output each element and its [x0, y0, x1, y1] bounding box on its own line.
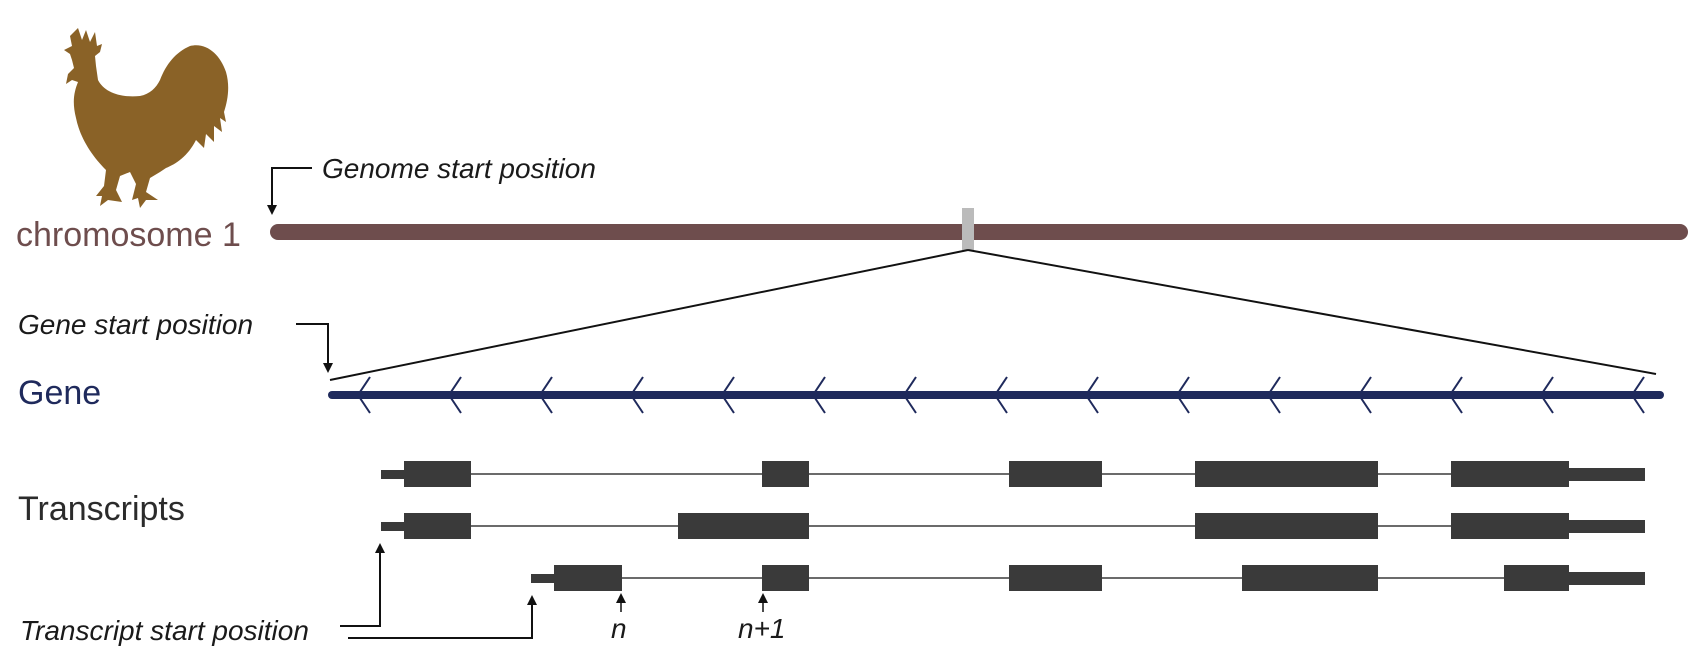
genome-start-arrow [267, 167, 312, 215]
transcript-start-arrow-2 [348, 595, 537, 639]
gene-strand-chevrons [356, 376, 1645, 414]
exon [404, 513, 471, 539]
transcript-3 [531, 565, 1645, 591]
gene-chevron [993, 376, 1008, 414]
gene-chevron [1539, 376, 1554, 414]
gene-label: Gene [18, 374, 101, 412]
chicken-silhouette-icon [64, 28, 229, 208]
exon [1451, 513, 1569, 539]
exon [678, 513, 809, 539]
exon [1009, 565, 1102, 591]
gene-chevron [356, 376, 371, 414]
exon [1242, 565, 1378, 591]
exon [762, 461, 809, 487]
gene-chevron [447, 376, 462, 414]
utr-3 [1568, 572, 1645, 585]
utr-3 [1568, 520, 1645, 533]
zoom-line-right [967, 249, 1657, 375]
zoom-line-left [329, 249, 969, 381]
exon [554, 565, 622, 591]
utr-5 [531, 574, 555, 583]
gene-chevron [902, 376, 917, 414]
gene-chevron [720, 376, 735, 414]
gene-chevron [629, 376, 644, 414]
gene-chevron [1266, 376, 1281, 414]
transcripts-label: Transcripts [18, 490, 185, 528]
transcript-1 [381, 461, 1645, 487]
exon [1195, 513, 1378, 539]
gene-chevron [538, 376, 553, 414]
exon [1009, 461, 1102, 487]
exon [1451, 461, 1569, 487]
transcript-2 [381, 513, 1645, 539]
gene-start-label: Gene start position [18, 309, 253, 340]
exon [1504, 565, 1569, 591]
chromosome-label: chromosome 1 [16, 216, 241, 254]
gene-chevron [1357, 376, 1372, 414]
gene-chevron [1630, 376, 1645, 414]
utr-5 [381, 522, 405, 531]
genome-start-label: Genome start position [322, 153, 596, 184]
exon [1195, 461, 1378, 487]
transcript-start-label: Transcript start position [20, 615, 309, 646]
gene-chevron [811, 376, 826, 414]
exon [404, 461, 471, 487]
exon-n1-label: n+1 [738, 613, 786, 644]
transcript-start-arrow-1 [340, 543, 385, 627]
gene-locus-marker [962, 208, 974, 250]
gene-chevron [1084, 376, 1099, 414]
utr-5 [381, 470, 405, 479]
utr-3 [1568, 468, 1645, 481]
gene-start-arrow [296, 323, 333, 373]
exon [762, 565, 809, 591]
gene-chevron [1448, 376, 1463, 414]
gene-chevron [1175, 376, 1190, 414]
exon-n-label: n [611, 613, 627, 644]
